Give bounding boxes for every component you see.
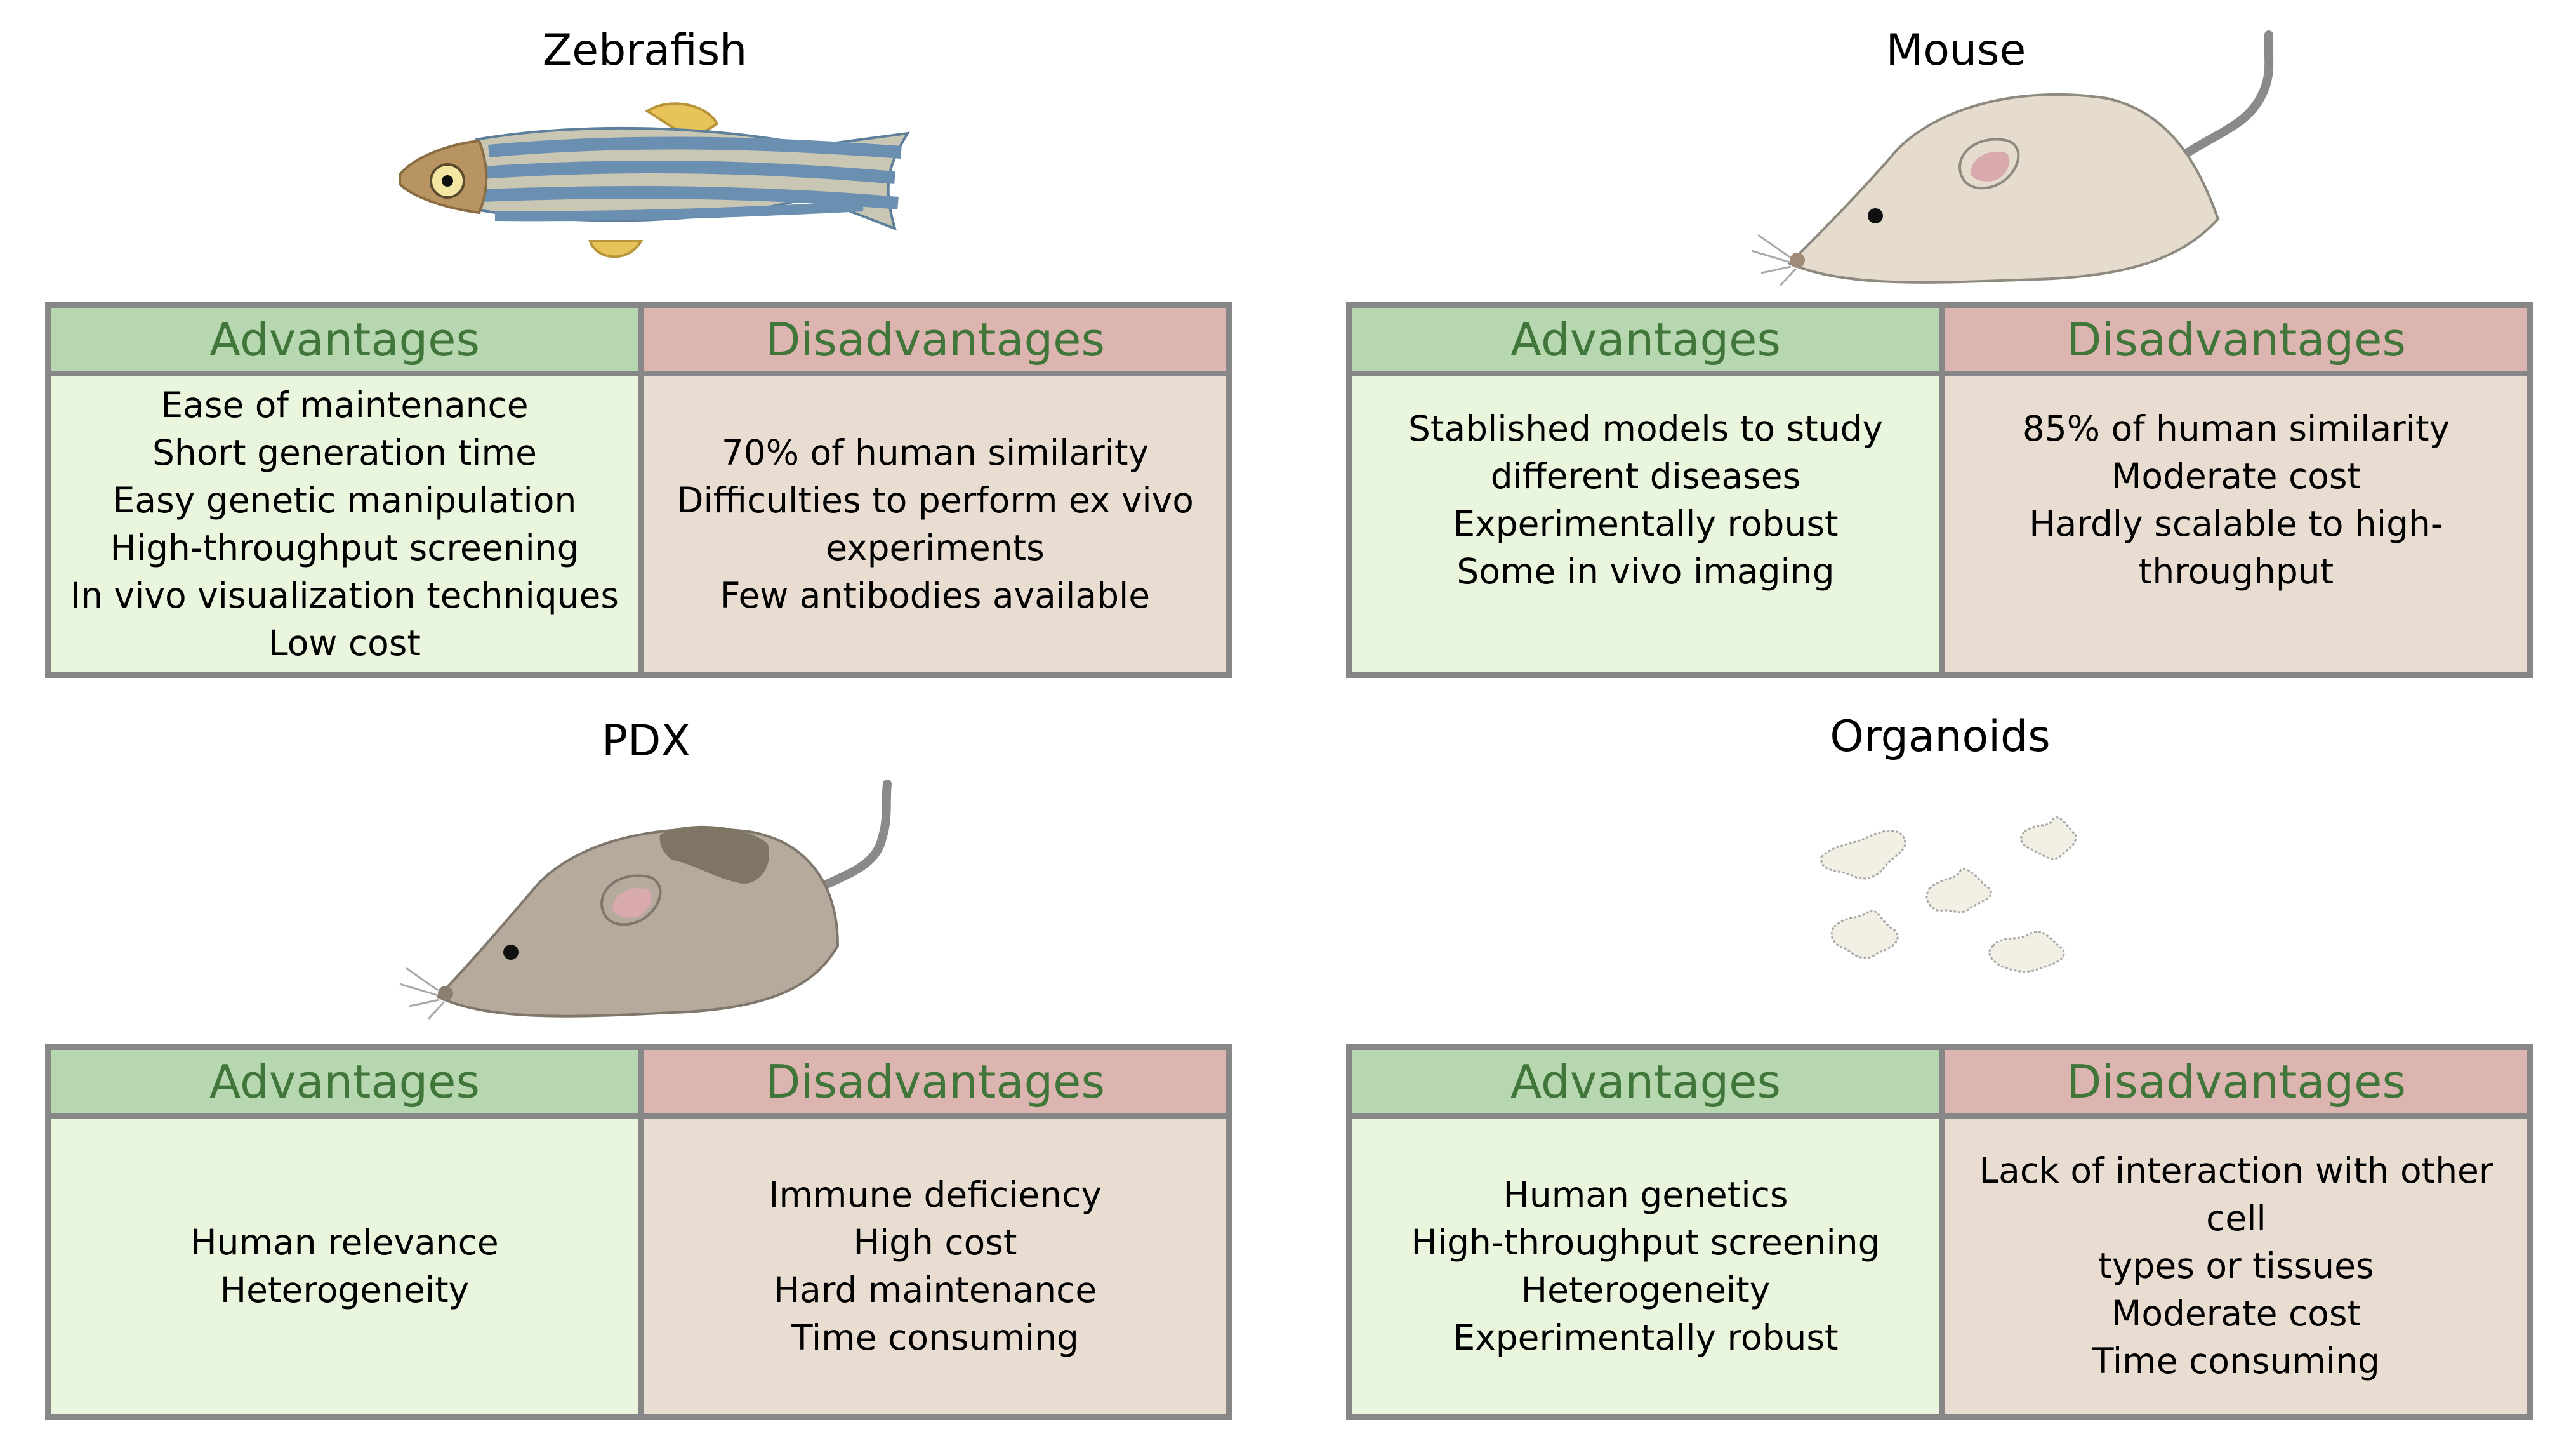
- organoids-disadvantages-header: Disadvantages: [1945, 1050, 2527, 1113]
- mouse-disadvantages-body: 85% of human similarity Moderate cost Ha…: [1945, 376, 2527, 672]
- list-item: High-throughput screening: [110, 528, 579, 568]
- list-item: Difficulties to perform ex vivo: [677, 480, 1194, 521]
- mouse-disadvantages-header: Disadvantages: [1945, 308, 2527, 371]
- list-item: In vivo visualization techniques: [70, 575, 619, 616]
- list-item: Ease of maintenance: [161, 385, 529, 425]
- list-item: experiments: [826, 528, 1045, 568]
- pdx-mouse-illustration: [399, 780, 892, 1020]
- zebrafish-illustration: [399, 102, 910, 258]
- organoids-disadvantages-body: Lack of interaction with other cell type…: [1945, 1119, 2527, 1414]
- list-item: types or tissues: [2098, 1245, 2374, 1286]
- list-item: Stablished models to study: [1408, 408, 1884, 449]
- list-item: Human genetics: [1503, 1174, 1788, 1215]
- organoids-advantages-header: Advantages: [1352, 1050, 1939, 1113]
- zebrafish-disadvantages-list: 70% of human similarity Difficulties to …: [664, 429, 1206, 620]
- mouse-advantages-list: Stablished models to study different dis…: [1396, 405, 1896, 595]
- zebrafish-table: Advantages Disadvantages Ease of mainten…: [45, 302, 1232, 678]
- list-item: High cost: [853, 1222, 1017, 1263]
- list-item: Some in vivo imaging: [1456, 551, 1835, 592]
- list-item: 70% of human similarity: [721, 432, 1149, 473]
- list-item: Easy genetic manipulation: [112, 480, 577, 521]
- list-item: Moderate cost: [2111, 1293, 2361, 1334]
- list-item: different diseases: [1490, 456, 1801, 496]
- organoids-disadvantages-list: Lack of interaction with other cell type…: [1945, 1147, 2527, 1385]
- organoids-advantages-body: Human genetics High-throughput screening…: [1352, 1119, 1939, 1414]
- list-item: throughput: [2138, 551, 2334, 592]
- pdx-advantages-body: Human relevance Heterogeneity: [51, 1119, 638, 1414]
- list-item: 85% of human similarity: [2022, 408, 2450, 449]
- list-item: Hardly scalable to high-: [2029, 503, 2443, 544]
- list-item: Short generation time: [152, 432, 537, 473]
- pdx-disadvantages-list: Immune deficiency High cost Hard mainten…: [756, 1171, 1114, 1362]
- list-item: Experimentally robust: [1453, 1317, 1839, 1358]
- list-item: Time consuming: [2092, 1341, 2380, 1381]
- list-item: Heterogeneity: [220, 1270, 470, 1310]
- zebrafish-advantages-body: Ease of maintenance Short generation tim…: [51, 376, 638, 672]
- pdx-table: Advantages Disadvantages Human relevance…: [45, 1044, 1232, 1420]
- mouse-title: Mouse: [1886, 25, 2026, 76]
- mouse-illustration: [1752, 30, 2274, 287]
- organoids-table: Advantages Disadvantages Human genetics …: [1346, 1044, 2533, 1420]
- zebrafish-advantages-list: Ease of maintenance Short generation tim…: [58, 382, 631, 667]
- pdx-advantages-header: Advantages: [51, 1050, 638, 1113]
- pdx-title: PDX: [602, 716, 690, 766]
- list-item: Experimentally robust: [1453, 503, 1839, 544]
- organoids-advantages-list: Human genetics High-throughput screening…: [1398, 1171, 1892, 1362]
- organoids-illustration: [1820, 816, 2077, 973]
- list-item: Moderate cost: [2111, 456, 2361, 496]
- organoids-title: Organoids: [1830, 712, 2051, 762]
- list-item: Human relevance: [190, 1222, 499, 1263]
- zebrafish-disadvantages-header: Disadvantages: [644, 308, 1226, 371]
- list-item: Time consuming: [791, 1317, 1079, 1358]
- zebrafish-disadvantages-body: 70% of human similarity Difficulties to …: [644, 376, 1226, 672]
- mouse-advantages-body: Stablished models to study different dis…: [1352, 376, 1939, 672]
- list-item: Low cost: [268, 623, 421, 663]
- zebrafish-advantages-header: Advantages: [51, 308, 638, 371]
- pdx-disadvantages-header: Disadvantages: [644, 1050, 1226, 1113]
- pdx-disadvantages-body: Immune deficiency High cost Hard mainten…: [644, 1119, 1226, 1414]
- mouse-table: Advantages Disadvantages Stablished mode…: [1346, 302, 2533, 678]
- list-item: Hard maintenance: [773, 1270, 1097, 1310]
- list-item: Heterogeneity: [1521, 1270, 1771, 1310]
- list-item: High-throughput screening: [1411, 1222, 1880, 1263]
- mouse-advantages-header: Advantages: [1352, 308, 1939, 371]
- mouse-disadvantages-list: 85% of human similarity Moderate cost Ha…: [2010, 405, 2462, 595]
- zebrafish-title: Zebrafish: [542, 25, 748, 76]
- list-item: Few antibodies available: [720, 575, 1151, 616]
- list-item: Lack of interaction with other cell: [1979, 1150, 2493, 1239]
- list-item: Immune deficiency: [769, 1174, 1102, 1215]
- pdx-advantages-list: Human relevance Heterogeneity: [178, 1219, 511, 1314]
